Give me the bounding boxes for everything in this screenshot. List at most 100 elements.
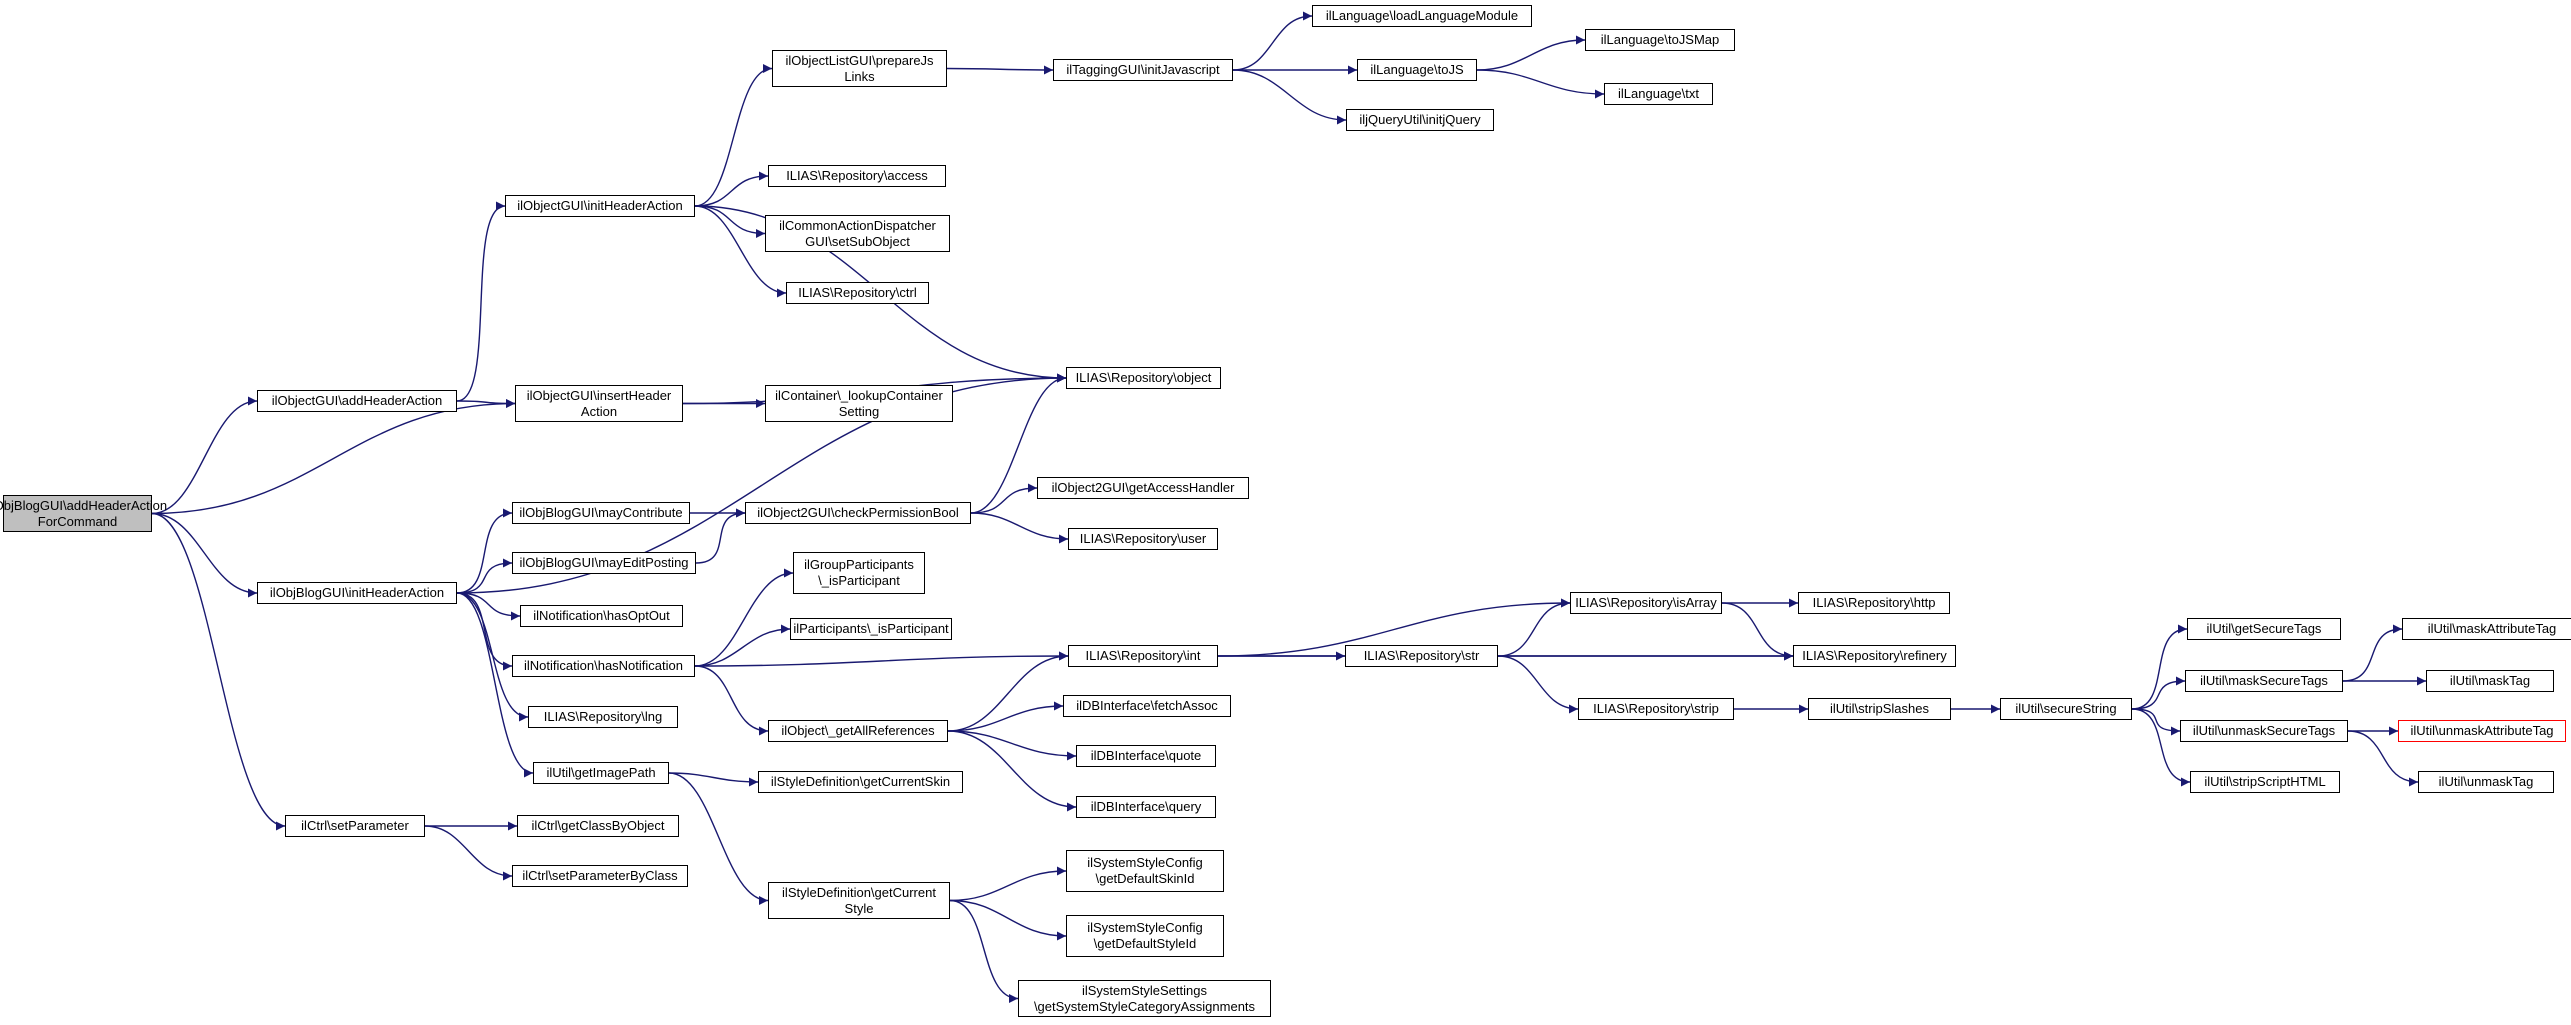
graph-edge-n23-n49	[668, 772, 759, 787]
graph-edge-n37-n34	[1497, 598, 1571, 657]
graph-node-n22[interactable]: ILIAS\Repository\lng	[528, 706, 678, 728]
graph-node-n9[interactable]: ILIAS\Repository\ctrl	[786, 282, 929, 304]
graph-edge-n3-n22	[456, 592, 529, 722]
graph-node-n15[interactable]: ilLanguage\toJSMap	[1585, 29, 1735, 51]
graph-node-n39[interactable]: ilUtil\stripSlashes	[1808, 698, 1951, 720]
graph-node-n30[interactable]: ilObject\_getAllReferences	[768, 720, 948, 742]
graph-edge-n3-n23	[456, 592, 534, 778]
graph-edge-n50-n52	[949, 899, 1067, 941]
graph-edge-n1-n5	[456, 201, 506, 402]
graph-edge-n0-n3	[151, 512, 258, 598]
graph-node-n6[interactable]: ilObjectListGUI\prepareJs Links	[772, 50, 947, 87]
graph-node-n23[interactable]: ilUtil\getImagePath	[533, 762, 669, 784]
graph-edge-n40-n43	[2131, 708, 2181, 736]
graph-node-n13[interactable]: ilLanguage\toJS	[1357, 59, 1477, 81]
graph-edge-n50-n53	[949, 899, 1019, 1003]
graph-node-n26[interactable]: ILIAS\Repository\user	[1068, 528, 1218, 550]
graph-node-n51[interactable]: ilSystemStyleConfig \getDefaultSkinId	[1066, 850, 1224, 892]
graph-node-n27[interactable]: ilGroupParticipants \_isParticipant	[793, 552, 925, 594]
graph-edge-n13-n16	[1476, 69, 1605, 99]
graph-node-n44[interactable]: ilUtil\stripScriptHTML	[2190, 771, 2340, 793]
graph-node-n25[interactable]: ilObject2GUI\getAccessHandler	[1037, 477, 1249, 499]
graph-node-n36[interactable]: ILIAS\Repository\refinery	[1793, 645, 1956, 667]
graph-edge-n3-n19	[456, 558, 513, 594]
graph-edge-n21-n29	[694, 651, 1069, 667]
graph-node-n38[interactable]: ILIAS\Repository\strip	[1578, 698, 1734, 720]
graph-edge-n40-n44	[2131, 708, 2191, 787]
graph-edge-n5-n9	[694, 205, 787, 298]
graph-edge-n1-n2	[456, 398, 516, 408]
graph-node-n0[interactable]: ilObjBlogGUI\addHeaderAction ForCommand	[0, 495, 167, 532]
graph-edge-n0-n4	[151, 512, 286, 831]
graph-node-n40[interactable]: ilUtil\secureString	[2000, 698, 2132, 720]
graph-node-n24[interactable]: ilObject2GUI\checkPermissionBool	[745, 502, 971, 524]
graph-edge-n3-n20	[456, 592, 521, 621]
graph-node-n32[interactable]: ilDBInterface\quote	[1076, 745, 1216, 767]
graph-edge-n0-n2	[151, 399, 516, 515]
graph-edge-n11-n14	[1232, 69, 1347, 125]
graph-edge-n50-n51	[949, 866, 1067, 902]
graph-edge-n30-n31	[947, 701, 1064, 732]
graph-node-n29[interactable]: ILIAS\Repository\int	[1068, 645, 1218, 667]
graph-node-n50[interactable]: ilStyleDefinition\getCurrent Style	[768, 882, 950, 919]
graph-node-n11[interactable]: ilTaggingGUI\initJavascript	[1053, 59, 1233, 81]
graph-edge-n21-n27	[694, 568, 794, 667]
graph-node-n19[interactable]: ilObjBlogGUI\mayEditPosting	[512, 552, 696, 574]
graph-node-n12[interactable]: ilLanguage\loadLanguageModule	[1312, 5, 1532, 27]
graph-node-n43[interactable]: ilUtil\unmaskSecureTags	[2180, 720, 2348, 742]
graph-node-n10[interactable]: ILIAS\Repository\object	[1066, 367, 1221, 389]
graph-node-n5[interactable]: ilObjectGUI\initHeaderAction	[505, 195, 695, 217]
graph-node-n3[interactable]: ilObjBlogGUI\initHeaderAction	[257, 582, 457, 604]
graph-node-n17[interactable]: ilContainer\_lookupContainer Setting	[765, 385, 953, 422]
graph-node-n16[interactable]: ilLanguage\txt	[1604, 83, 1713, 105]
graph-node-n8[interactable]: ilCommonActionDispatcher GUI\setSubObjec…	[765, 215, 950, 252]
graph-node-n48[interactable]: ilUtil\unmaskTag	[2418, 771, 2554, 793]
graph-node-n47[interactable]: ilUtil\unmaskAttributeTag	[2398, 720, 2566, 742]
graph-edge-n34-n36	[1721, 602, 1794, 661]
graph-edge-n5-n6	[694, 64, 773, 207]
graph-edge-n3-n10	[456, 373, 1067, 594]
graph-edge-n30-n32	[947, 730, 1077, 761]
graph-edge-n30-n33	[947, 730, 1077, 812]
graph-edge-n13-n15	[1476, 35, 1586, 71]
graph-edge-n21-n28	[694, 624, 791, 667]
graph-edge-n30-n29	[947, 651, 1069, 732]
graph-node-n41[interactable]: ilUtil\getSecureTags	[2187, 618, 2341, 640]
graph-node-n31[interactable]: ilDBInterface\fetchAssoc	[1063, 695, 1231, 717]
graph-node-n14[interactable]: iljQueryUtil\initjQuery	[1346, 109, 1494, 131]
graph-edge-n40-n42	[2131, 676, 2186, 710]
graph-node-n21[interactable]: ilNotification\hasNotification	[512, 655, 695, 677]
graph-node-n53[interactable]: ilSystemStyleSettings \getSystemStyleCat…	[1018, 980, 1271, 1017]
graph-edge-n6-n11	[946, 65, 1054, 75]
graph-node-n34[interactable]: ILIAS\Repository\isArray	[1570, 592, 1722, 614]
graph-node-n46[interactable]: ilUtil\maskTag	[2426, 670, 2554, 692]
graph-edge-n37-n38	[1497, 655, 1579, 714]
graph-node-n2[interactable]: ilObjectGUI\insertHeader Action	[515, 385, 683, 422]
graph-edge-n24-n26	[970, 512, 1069, 544]
graph-edge-n3-n21	[456, 592, 513, 671]
graph-edge-n23-n50	[668, 772, 769, 905]
graph-node-n28[interactable]: ilParticipants\_isParticipant	[790, 618, 952, 640]
graph-edge-n29-n34	[1217, 598, 1571, 657]
graph-node-n49[interactable]: ilStyleDefinition\getCurrentSkin	[758, 771, 963, 793]
graph-node-n45[interactable]: ilUtil\maskAttributeTag	[2402, 618, 2571, 640]
graph-edge-n3-n18	[456, 508, 513, 594]
graph-node-n55[interactable]: ilCtrl\setParameterByClass	[512, 865, 688, 887]
graph-node-n20[interactable]: ilNotification\hasOptOut	[520, 605, 683, 627]
graph-edge-n4-n55	[424, 825, 513, 881]
graph-node-n33[interactable]: ilDBInterface\query	[1076, 796, 1216, 818]
graph-node-n35[interactable]: ILIAS\Repository\http	[1798, 592, 1950, 614]
graph-edge-n19-n24	[695, 508, 746, 564]
graph-node-n37[interactable]: ILIAS\Repository\str	[1345, 645, 1498, 667]
graph-node-n52[interactable]: ilSystemStyleConfig \getDefaultStyleId	[1066, 915, 1224, 957]
graph-node-n18[interactable]: ilObjBlogGUI\mayContribute	[512, 502, 690, 524]
graph-node-n42[interactable]: ilUtil\maskSecureTags	[2185, 670, 2343, 692]
graph-node-n54[interactable]: ilCtrl\getClassByObject	[517, 815, 679, 837]
graph-node-n4[interactable]: ilCtrl\setParameter	[285, 815, 425, 837]
graph-edge-n5-n7	[694, 171, 769, 207]
graph-edge-n24-n10	[970, 373, 1067, 514]
graph-node-n7[interactable]: ILIAS\Repository\access	[768, 165, 946, 187]
graph-edge-n43-n48	[2347, 730, 2419, 787]
graph-node-n1[interactable]: ilObjectGUI\addHeaderAction	[257, 390, 457, 412]
